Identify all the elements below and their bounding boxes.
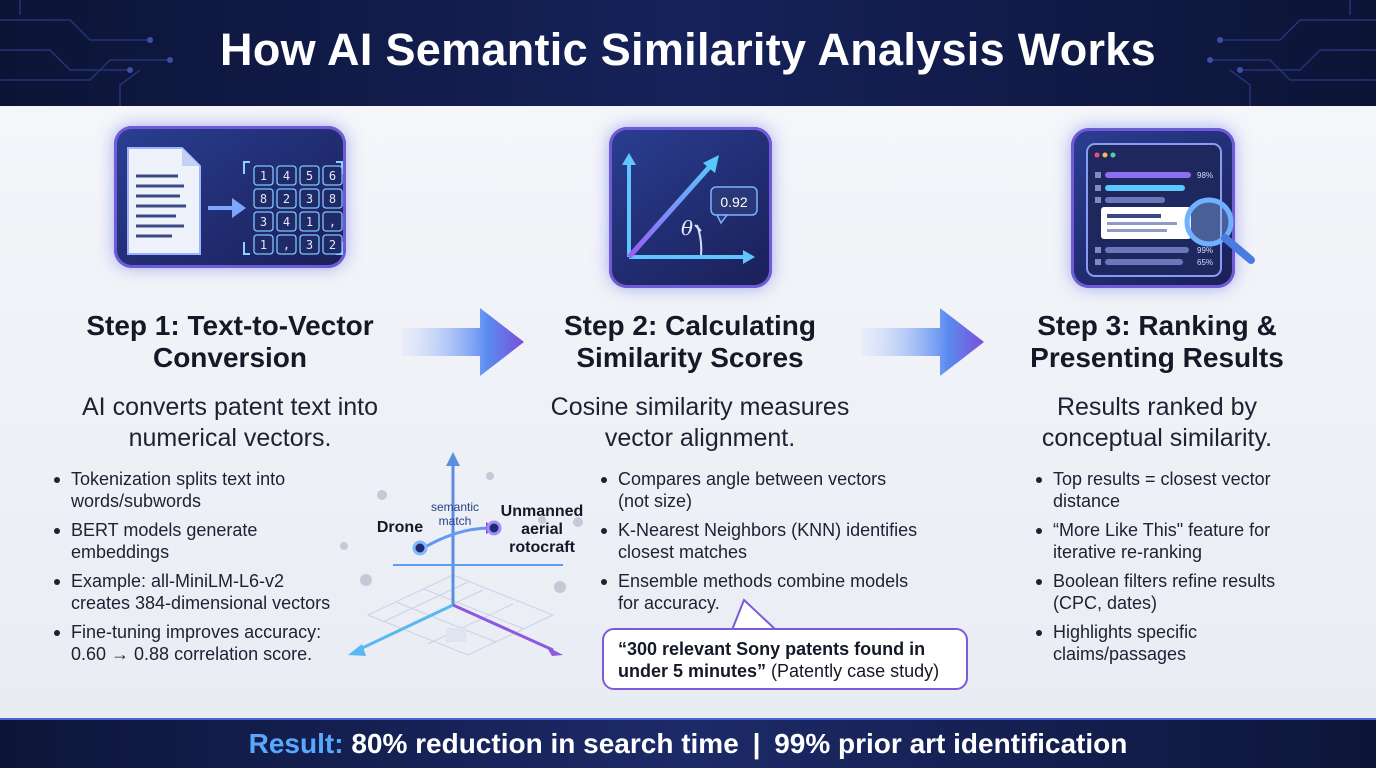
matrix-value: 1 — [306, 215, 313, 229]
list-item: Fine-tuning improves accuracy:0.60 → 0.8… — [51, 621, 361, 665]
step-3-subtitle-line-2: conceptual similarity. — [1041, 424, 1273, 452]
list-item: Boolean filters refine results(CPC, date… — [1033, 570, 1353, 614]
quote-line-2: under 5 minutes” — [618, 661, 767, 681]
matrix-cell — [299, 234, 320, 255]
matrix-value: , — [329, 215, 336, 229]
stat-separator: | — [752, 728, 761, 759]
matrix-value: 3 — [260, 215, 267, 229]
matrix-value: 6 — [329, 169, 336, 183]
step-2-bullets: Compares angle between vectors(not size)… — [598, 468, 958, 621]
matrix-value: 8 — [260, 192, 267, 206]
matrix-cell — [276, 165, 297, 186]
step-1-title-line-1: Step 1: Text-to-Vector — [86, 310, 374, 341]
step-1-title: Step 1: Text-to-Vector Conversion — [40, 310, 420, 374]
step-2-subtitle-line-2: vector alignment. — [604, 424, 796, 452]
step-1-title-line-2: Conversion — [152, 342, 308, 373]
matrix-value: 2 — [283, 192, 290, 206]
step-3-title-line-1: Step 3: Ranking & — [1037, 310, 1277, 341]
unmanned-line-1: Unmanned — [500, 503, 584, 520]
step-1-subtitle-line-1: AI converts patent text into — [82, 393, 378, 421]
unmanned-line-3: rotocraft — [509, 539, 575, 556]
diagram-label-unmanned-aerial-rotocraft: Unmanned aerial rotocraft — [492, 503, 592, 557]
matrix-cell — [253, 211, 274, 232]
matrix-cell — [322, 165, 343, 186]
step-2-title: Step 2: Calculating Similarity Scores — [500, 310, 880, 374]
matrix-cell — [299, 188, 320, 209]
step-arrow-1 — [402, 308, 524, 376]
step-3-title-line-2: Presenting Results — [1030, 342, 1284, 373]
stat-search-time: 80% reduction in search time — [351, 728, 739, 759]
matrix-value: , — [283, 238, 290, 252]
matrix-cell — [299, 211, 320, 232]
matrix-value: 2 — [329, 238, 336, 252]
matrix-value: 5 — [306, 169, 313, 183]
list-item: Compares angle between vectors(not size) — [598, 468, 958, 512]
matrix-value: 1 — [260, 169, 267, 183]
unmanned-line-2: aerial — [521, 521, 563, 538]
score-2: 99% — [1197, 246, 1213, 255]
case-study-quote: “300 relevant Sony patents found in unde… — [602, 628, 968, 690]
score-3: 65% — [1197, 258, 1213, 267]
step-1-subtitle: AI converts patent text into numerical v… — [30, 392, 430, 454]
matrix-value: 4 — [283, 169, 290, 183]
score-1: 98% — [1197, 171, 1213, 180]
step-3-subtitle-line-1: Results ranked by — [1056, 393, 1258, 421]
step-3-subtitle: Results ranked by conceptual similarity. — [957, 392, 1357, 454]
result-footer: Result: 80% reduction in search time | 9… — [0, 718, 1376, 768]
stat-prior-art: 99% prior art identification — [774, 728, 1128, 759]
quote-callout-tail — [731, 598, 777, 631]
cosine-angle-icon: θ 0.92 — [609, 127, 772, 288]
diagram-label-drone: Drone — [376, 519, 424, 536]
similarity-value: 0.92 — [720, 194, 747, 210]
matrix-value: 4 — [283, 215, 290, 229]
matrix-cell — [276, 234, 297, 255]
matrix-cell — [253, 165, 274, 186]
page-title: How AI Semantic Similarity Analysis Work… — [220, 24, 1156, 75]
step-3-title: Step 3: Ranking & Presenting Results — [967, 310, 1347, 374]
matrix-cell — [276, 211, 297, 232]
semantic-match-line-1: semantic — [430, 500, 480, 514]
theta-symbol: θ — [681, 216, 693, 240]
semantic-space-diagram — [340, 452, 583, 656]
matrix-cell — [322, 234, 343, 255]
step-2-title-line-1: Step 2: Calculating — [563, 310, 817, 341]
matrix-value: 3 — [306, 238, 313, 252]
header-banner: How AI Semantic Similarity Analysis Work… — [0, 0, 1376, 106]
quote-source: (Patently case study) — [766, 661, 940, 681]
step-2-title-line-2: Similarity Scores — [576, 342, 804, 373]
matrix-value: 1 — [260, 238, 267, 252]
result-label: Result: — [248, 728, 344, 759]
matrix-cell — [253, 188, 274, 209]
vector-matrix: 1 4 5 6 8 2 3 8 3 4 1, 1, 3 2 — [253, 165, 343, 255]
circuit-pattern-decoration — [0, 0, 1376, 106]
matrix-cell — [299, 165, 320, 186]
matrix-value: 3 — [306, 192, 313, 206]
document-to-vector-icon: 1 4 5 6 8 2 3 8 3 4 1, 1, 3 2 — [114, 126, 346, 268]
ranked-results-magnifier-icon: 98% 99% 65% — [1071, 128, 1255, 288]
matrix-cell — [322, 188, 343, 209]
step-2-subtitle-line-1: Cosine similarity measures — [550, 393, 850, 421]
step-1-subtitle-line-2: numerical vectors. — [128, 424, 332, 452]
quote-line-1: “300 relevant Sony patents found in — [618, 639, 926, 659]
matrix-cell — [322, 211, 343, 232]
matrix-cell — [253, 234, 274, 255]
matrix-value: 8 — [329, 192, 336, 206]
diagram-label-semantic-match: semantic match — [420, 500, 490, 528]
step-arrow-2 — [862, 308, 984, 376]
matrix-cell — [276, 188, 297, 209]
semantic-match-line-2: match — [438, 514, 472, 528]
step-2-subtitle: Cosine similarity measures vector alignm… — [490, 392, 910, 454]
